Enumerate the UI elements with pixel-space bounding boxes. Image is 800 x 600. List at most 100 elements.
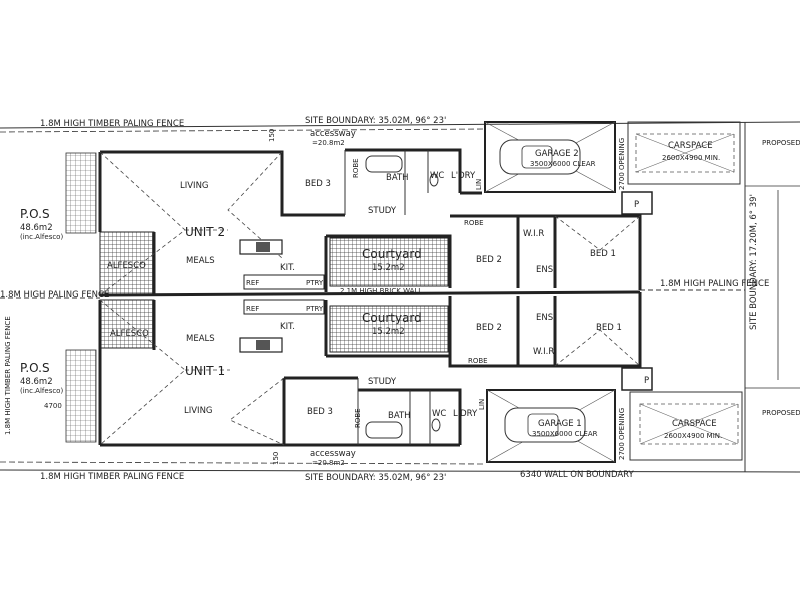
right-fence-label: 1.8M HIGH PALING FENCE: [660, 279, 769, 289]
bottom-boundary-label: SITE BOUNDARY: 35.02M, 96° 23': [305, 473, 446, 483]
unit2-lin: LIN: [475, 179, 483, 190]
unit2-pos-area: 48.6m2: [20, 223, 53, 233]
unit1-bed3: BED 3: [307, 407, 333, 417]
top-fence-label: 1.8M HIGH TIMBER PALING FENCE: [40, 119, 184, 129]
brick-wall-label: 2.1M HIGH BRICK WALL: [340, 287, 422, 295]
wall-on-boundary-label: 6340 WALL ON BOUNDARY: [520, 470, 635, 480]
carspace-unit2: [627, 121, 741, 185]
unit1-ref: REF: [246, 305, 259, 313]
unit2-carspace-size: 2600X4900 MIN.: [662, 154, 720, 162]
unit1-garage-size: 3500X6000 CLEAR: [532, 430, 598, 438]
unit2-wc: WC: [430, 171, 444, 181]
unit1-ldry: L'DRY: [453, 409, 478, 419]
unit2-robe-bed3: ROBE: [352, 158, 360, 178]
unit2-ptry: PTRY: [306, 279, 324, 287]
unit2-living: LIVING: [180, 181, 209, 191]
unit1-pos-label: P.O.S: [20, 361, 50, 375]
mid-fence-label: 1.8M HIGH PALING FENCE: [0, 290, 109, 300]
unit2-alfesco: ALFESCO: [107, 261, 146, 271]
garage-unit2: [484, 121, 616, 193]
right-boundary-label: SITE BOUNDARY: 17.20M, 6° 39': [749, 194, 759, 330]
unit1-dim-bottom: 150: [272, 452, 280, 465]
unit1-robe-bed2: ROBE: [468, 357, 488, 365]
p-box-unit1: [621, 367, 653, 391]
unit2-meals: MEALS: [186, 256, 215, 266]
unit1-opening: 2700 OPENING: [618, 408, 626, 460]
unit2-ref: REF: [246, 279, 259, 287]
unit2-study: STUDY: [368, 206, 397, 216]
unit1-robe-bed3: ROBE: [354, 408, 362, 428]
toilet-unit2: [429, 173, 439, 187]
pos-grid-unit1: [65, 349, 97, 443]
kitchen-bench-unit2: [243, 274, 325, 290]
unit1-courtyard: Courtyard: [362, 311, 422, 325]
unit2-bed3: BED 3: [305, 179, 331, 189]
garage-unit1: [486, 389, 616, 463]
unit2-walls: [98, 148, 642, 297]
unit1-pos-note: (inc.Alfesco): [20, 387, 63, 395]
unit2-bed1: BED 1: [590, 249, 616, 259]
unit2-ldry: L'DRY: [451, 171, 476, 181]
unit1-living: LIVING: [184, 406, 213, 416]
unit2-opening: 2700 OPENING: [618, 138, 626, 190]
crossing-bottom-line1: PROPOSED CONCRETE CROSSING: [762, 409, 800, 417]
unit2-pos-note: (inc.Alfesco): [20, 233, 63, 241]
unit1-lin: LIN: [478, 399, 486, 410]
unit2-garage: GARAGE 2: [535, 149, 579, 159]
unit1-pos-area: 48.6m2: [20, 377, 53, 387]
alfesco-grid-unit1: [99, 299, 155, 349]
unit1-meals: MEALS: [186, 334, 215, 344]
unit1-accessway: accessway: [310, 449, 356, 459]
unit2-p: P: [634, 200, 639, 210]
unit2-name: UNIT 2: [185, 225, 225, 239]
carspace-unit1: [629, 391, 743, 461]
cooktop-unit2: [256, 242, 270, 252]
crossing-top-line1: PROPOSED CONCRETE CROSSING: [762, 139, 800, 147]
courtyard-grid-unit2: [329, 237, 449, 287]
kitchen-bench-unit1: [243, 299, 325, 315]
unit2-garage-size: 3500X6000 CLEAR: [530, 160, 596, 168]
cooktop-unit1: [256, 340, 270, 350]
unit1-wir: W.I.R: [533, 347, 554, 357]
unit1-name: UNIT 1: [185, 364, 225, 378]
bathtub-unit1: [365, 421, 403, 439]
unit2-courtyard: Courtyard: [362, 247, 422, 261]
courtyard-grid-unit1: [329, 305, 449, 353]
top-boundary-label: SITE BOUNDARY: 35.02M, 96° 23': [305, 116, 446, 126]
roof-lines: [99, 151, 641, 446]
unit1-carspace: CARSPACE: [672, 419, 717, 429]
unit1-courtyard-area: 15.2m2: [372, 327, 405, 337]
unit1-bed1: BED 1: [596, 323, 622, 333]
unit1-garage: GARAGE 1: [538, 419, 582, 429]
unit1-alfesco: ALFESCO: [110, 329, 149, 339]
unit2-wir: W.I.R: [523, 229, 544, 239]
unit1-dim-left: 4700: [44, 402, 62, 410]
unit2-pos-label: P.O.S: [20, 207, 50, 221]
bathtub-unit2: [365, 155, 403, 173]
unit1-ens: ENS.: [536, 313, 556, 323]
unit2-dim-top: 150: [268, 129, 276, 142]
unit1-carspace-size: 2600X4900 MIN.: [664, 432, 722, 440]
unit2-courtyard-area: 15.2m2: [372, 263, 405, 273]
unit2-carspace: CARSPACE: [668, 141, 713, 151]
bottom-fence-label: 1.8M HIGH TIMBER PALING FENCE: [40, 472, 184, 482]
p-box-unit2: [621, 191, 653, 215]
unit1-kit: KIT.: [280, 322, 295, 332]
unit2-kit: KIT.: [280, 263, 295, 273]
unit1-walls: [98, 292, 642, 447]
unit2-robe-bed2: ROBE: [464, 219, 484, 227]
unit2-accessway: accessway: [310, 129, 356, 139]
unit2-bed2: BED 2: [476, 255, 502, 265]
unit1-bath: BATH: [388, 411, 411, 421]
toilet-unit1: [431, 418, 441, 432]
unit1-ptry: PTRY: [306, 305, 324, 313]
unit2-accessway-area: =20.8m2: [312, 139, 345, 147]
unit2-bath: BATH: [386, 173, 409, 183]
unit1-study: STUDY: [368, 377, 397, 387]
pos-grid-unit2: [65, 152, 97, 234]
unit1-accessway-area: =20.8m2: [312, 459, 345, 467]
unit1-p: P: [644, 376, 649, 386]
site-boundary: [0, 121, 800, 473]
unit2-ens: ENS.: [536, 265, 556, 275]
